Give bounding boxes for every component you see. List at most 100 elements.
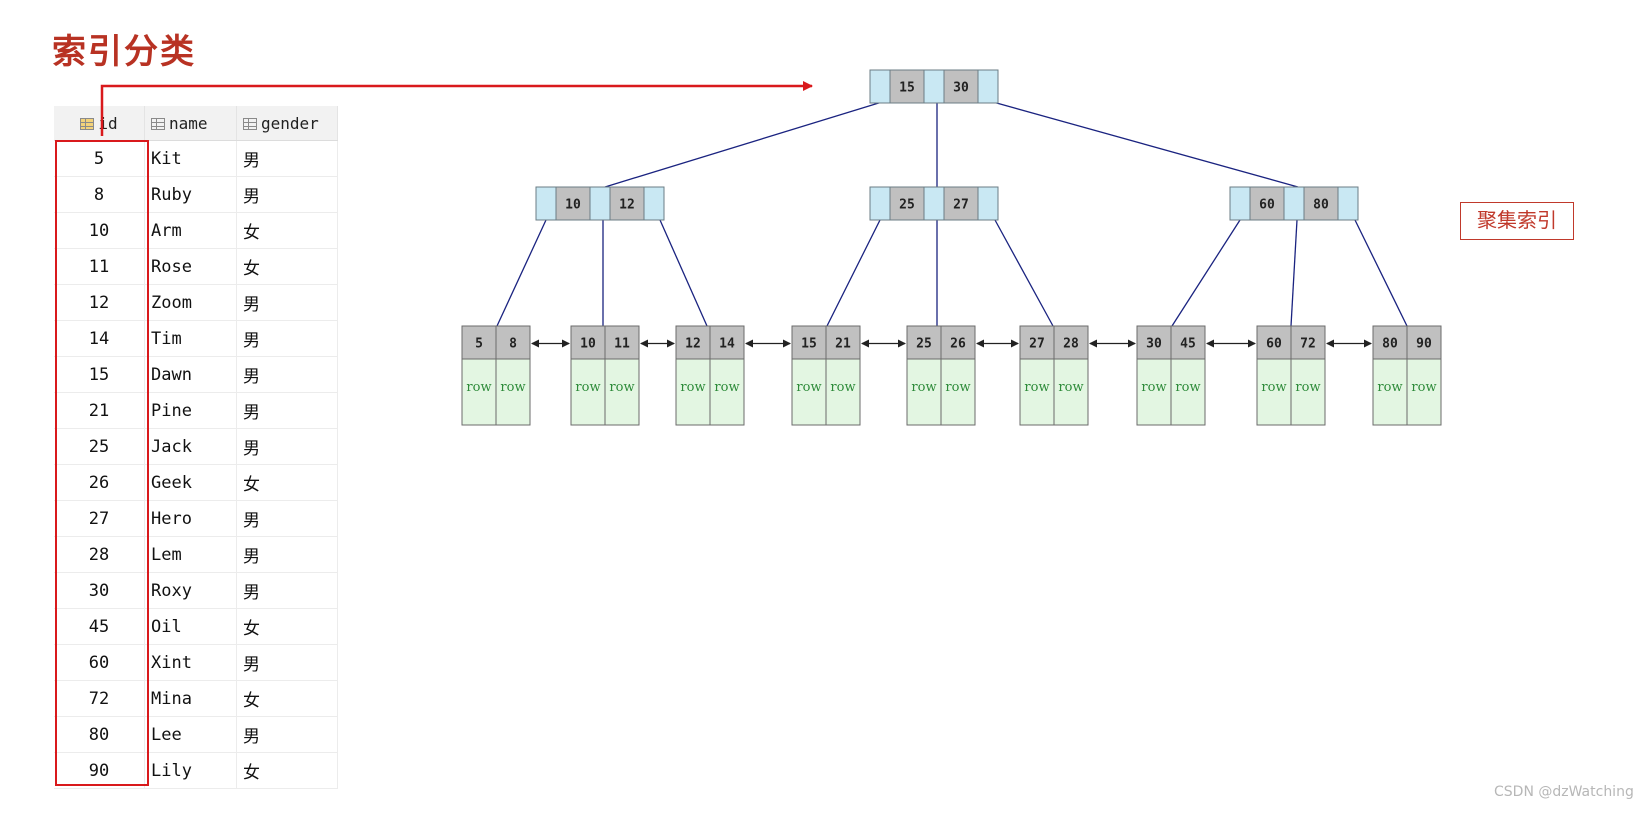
id-cell: 21 [54, 392, 145, 429]
key-label: 10 [580, 337, 596, 352]
gender-cell: 女 [236, 212, 338, 249]
row-cell [604, 358, 640, 426]
column-header-label: name [169, 113, 208, 133]
gender-cell: 男 [236, 320, 338, 357]
name-cell: Kit [144, 140, 237, 177]
row-label: row [911, 380, 936, 395]
page-title: 索引分类 [52, 32, 196, 72]
row-cell [1170, 358, 1206, 426]
tree-edge [826, 219, 881, 327]
gender-cell: 男 [236, 644, 338, 681]
key-cell [1290, 325, 1326, 360]
key-cell [943, 186, 979, 221]
column-header-name[interactable]: name [144, 106, 237, 141]
name-cell: Ruby [144, 176, 237, 213]
column-header-label: gender [261, 113, 319, 133]
key-cell [825, 325, 861, 360]
gender-cell: 男 [236, 500, 338, 537]
name-cell: Dawn [144, 356, 237, 393]
id-column-highlight [55, 140, 149, 786]
pointer-cell [923, 186, 945, 221]
id-cell: 11 [54, 248, 145, 285]
row-label: row [1261, 380, 1286, 395]
name-cell: Rose [144, 248, 237, 285]
row-cell [906, 358, 942, 426]
key-label: 45 [1180, 337, 1196, 352]
key-label: 25 [899, 198, 915, 213]
key-label: 11 [614, 337, 630, 352]
row-label: row [575, 380, 600, 395]
row-cell [1290, 358, 1326, 426]
pointer-cell [1229, 186, 1251, 221]
key-label: 27 [953, 198, 969, 213]
key-label: 60 [1266, 337, 1282, 352]
column-header-id[interactable]: id [54, 106, 145, 141]
row-label: row [500, 380, 525, 395]
key-cell [675, 325, 711, 360]
pointer-cell [977, 69, 999, 104]
name-cell: Mina [144, 680, 237, 717]
row-label: row [680, 380, 705, 395]
key-label: 12 [619, 198, 635, 213]
pointer-cell [1283, 186, 1305, 221]
pointer-cell [869, 69, 891, 104]
pointer-cell [977, 186, 999, 221]
row-label: row [609, 380, 634, 395]
tree-edge [1290, 219, 1298, 327]
row-label: row [466, 380, 491, 395]
name-cell: Zoom [144, 284, 237, 321]
id-cell: 80 [54, 716, 145, 753]
clustered-index-label: 聚集索引 [1460, 202, 1574, 240]
column-header-gender[interactable]: gender [236, 106, 338, 141]
row-label: row [1175, 380, 1200, 395]
gender-cell: 女 [236, 608, 338, 645]
column-icon [151, 118, 165, 130]
name-cell: Lem [144, 536, 237, 573]
table-header-row: id name gender [54, 106, 338, 141]
gender-cell: 男 [236, 428, 338, 465]
key-label: 25 [916, 337, 932, 352]
key-label: 12 [685, 337, 701, 352]
row-cell [940, 358, 976, 426]
key-cell [555, 186, 591, 221]
key-label: 90 [1416, 337, 1432, 352]
name-cell: Lily [144, 752, 237, 789]
row-cell [1019, 358, 1055, 426]
gender-cell: 男 [236, 356, 338, 393]
primary-key-icon [80, 118, 95, 130]
key-label: 26 [950, 337, 966, 352]
row-label: row [1411, 380, 1436, 395]
row-cell [1053, 358, 1089, 426]
key-cell [709, 325, 745, 360]
key-label: 30 [953, 81, 969, 96]
name-cell: Jack [144, 428, 237, 465]
key-label: 28 [1063, 337, 1079, 352]
id-cell: 25 [54, 428, 145, 465]
